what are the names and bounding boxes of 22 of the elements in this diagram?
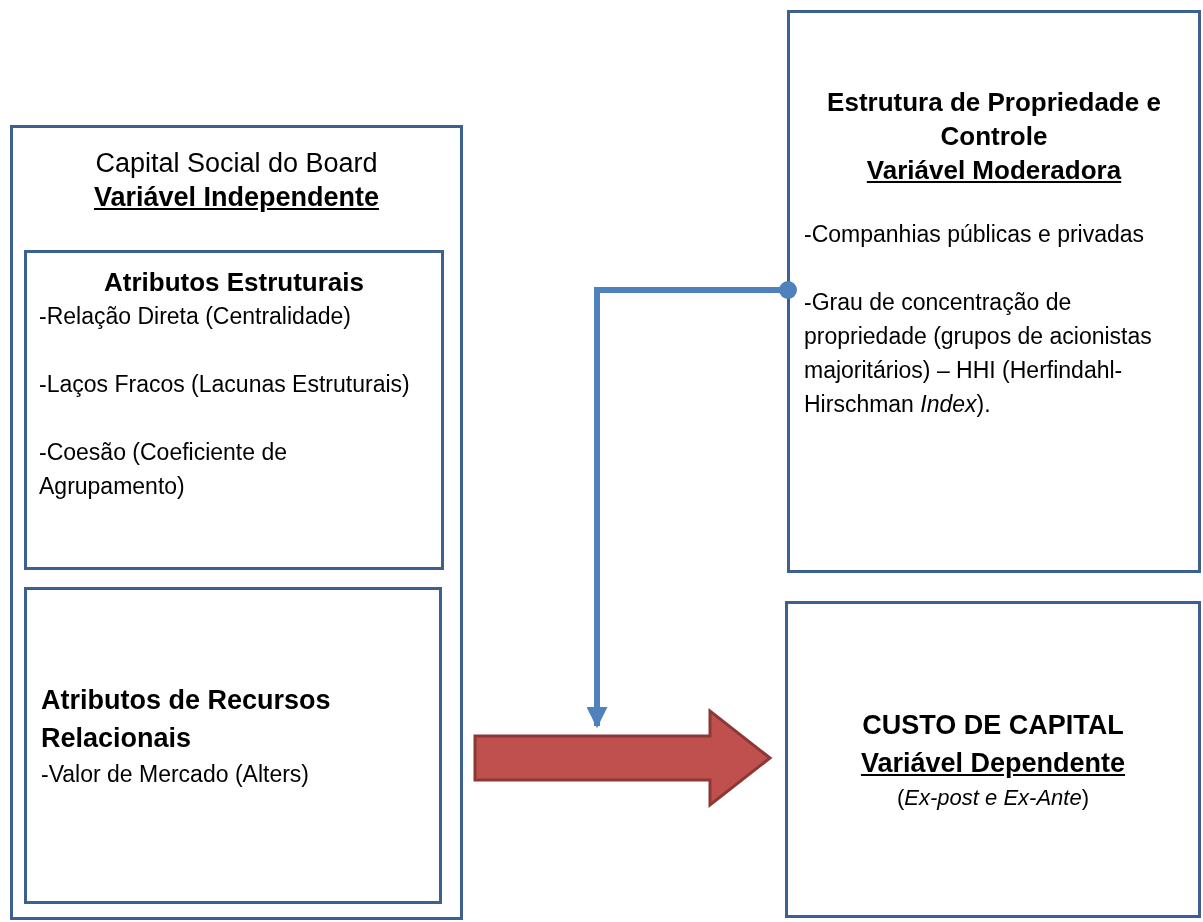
- text-box: [24, 250, 444, 570]
- text-box: [787, 10, 1201, 573]
- attribute-item: -Relação Direta (Centralidade): [39, 302, 352, 331]
- box-title: CUSTO DE CAPITAL: [862, 708, 1124, 742]
- block-arrow: [473, 707, 773, 809]
- box-title: Capital Social do Board: [95, 147, 378, 180]
- text-box: [24, 587, 442, 904]
- attribute-item: -Valor de Mercado (Alters): [41, 759, 310, 789]
- attribute-item: -Coesão (Coeficiente de Agrupamento): [39, 438, 289, 501]
- moderator-item: -Grau de concentração de propriedade (grupos de acionistas majoritários) – HHI (Herfindahl-Hirschman Index).: [803, 288, 1153, 419]
- section-heading: Atributos de Recursos Relacionais: [41, 683, 332, 755]
- box-title: Estrutura de Propriedade e Controle: [826, 86, 1162, 153]
- section-heading: Atributos Estruturais: [103, 266, 365, 299]
- box-note: (Ex-post e Ex-Ante): [897, 783, 1089, 812]
- connector-arrow: [586, 281, 797, 729]
- variable-type-heading: Variável Dependente: [860, 746, 1126, 780]
- moderator-item: -Companhias públicas e privadas: [803, 220, 1146, 249]
- text-box: [10, 125, 463, 920]
- attribute-item: -Laços Fracos (Lacunas Estruturais): [39, 370, 411, 399]
- text-box: [785, 601, 1201, 918]
- variable-type-heading: Variável Independente: [93, 181, 380, 214]
- variable-type-heading: Variável Moderadora: [865, 154, 1123, 187]
